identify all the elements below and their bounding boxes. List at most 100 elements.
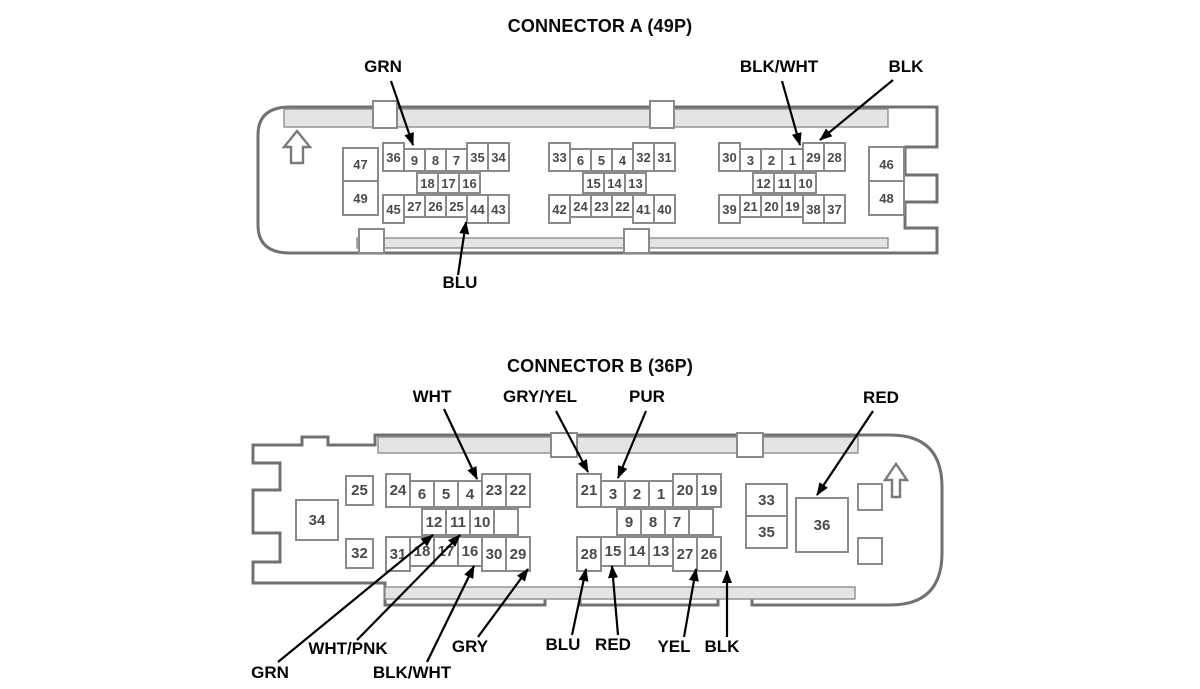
pin-20: 20 — [760, 194, 783, 218]
pin-40: 40 — [653, 194, 676, 224]
pin-3: 3 — [600, 480, 626, 508]
wire-label-b-blk: BLK — [704, 637, 740, 656]
pin-13: 13 — [648, 536, 674, 567]
wire-label-b-grn: GRN — [251, 663, 289, 682]
pin-42: 42 — [548, 194, 571, 224]
pin-24: 24 — [569, 194, 592, 218]
pin-8: 8 — [424, 148, 447, 172]
pin-6: 6 — [569, 148, 592, 172]
pin-9: 9 — [616, 508, 642, 536]
pin-45: 45 — [382, 194, 405, 224]
pin-33: 33 — [745, 483, 788, 517]
connector-b-inner-tab-1 — [857, 483, 883, 511]
pin-11: 11 — [445, 508, 471, 536]
pin-22: 22 — [505, 473, 531, 508]
connector-b-inner-tab-2 — [857, 537, 883, 565]
pin-34: 34 — [295, 499, 339, 541]
pin-2: 2 — [624, 480, 650, 508]
pin-23: 23 — [481, 473, 507, 508]
pin-16: 16 — [457, 536, 483, 567]
pin-19: 19 — [696, 473, 722, 508]
pin-22: 22 — [611, 194, 634, 218]
wire-label-a-blk-wht: BLK/WHT — [739, 57, 819, 76]
pin-33: 33 — [548, 142, 571, 172]
connector-a-bottom-strip — [356, 237, 889, 249]
wire-label-a-blu: BLU — [442, 273, 478, 292]
orientation-up-arrow-icon — [281, 129, 313, 165]
pin-43: 43 — [487, 194, 510, 224]
pin-36: 36 — [382, 142, 405, 172]
pin-8: 8 — [640, 508, 666, 536]
pin-14: 14 — [603, 172, 626, 194]
connector-b-title: CONNECTOR B (36P) — [506, 356, 694, 376]
pin-6: 6 — [409, 480, 435, 508]
pin-26: 26 — [696, 536, 722, 572]
connector-a-top-tab-1 — [372, 100, 398, 129]
pin-7: 7 — [664, 508, 690, 536]
pin-12: 12 — [752, 172, 775, 194]
pin-21: 21 — [739, 194, 762, 218]
pin-31: 31 — [385, 536, 411, 572]
pin-47: 47 — [342, 147, 379, 182]
pin-1: 1 — [648, 480, 674, 508]
pin-29: 29 — [505, 536, 531, 572]
pin-11: 11 — [773, 172, 796, 194]
pin-37: 37 — [823, 194, 846, 224]
pin-1: 1 — [781, 148, 804, 172]
pin-empty — [493, 508, 519, 536]
pin-17: 17 — [433, 536, 459, 567]
pin-39: 39 — [718, 194, 741, 224]
pin-2: 2 — [760, 148, 783, 172]
pin-empty — [688, 508, 714, 536]
pin-15: 15 — [600, 536, 626, 567]
pin-13: 13 — [624, 172, 647, 194]
pin-17: 17 — [437, 172, 460, 194]
pin-26: 26 — [424, 194, 447, 218]
connector-a-bottom-tab-2 — [623, 228, 650, 254]
pin-9: 9 — [403, 148, 426, 172]
pin-25: 25 — [445, 194, 468, 218]
pin-30: 30 — [718, 142, 741, 172]
pin-28: 28 — [823, 142, 846, 172]
pin-36: 36 — [795, 497, 849, 553]
wire-label-b-gry: GRY — [451, 637, 489, 656]
connector-a-top-tab-2 — [649, 100, 675, 129]
pin-34: 34 — [487, 142, 510, 172]
wire-label-b-red-top: RED — [863, 388, 899, 407]
pin-30: 30 — [481, 536, 507, 572]
pin-32: 32 — [345, 538, 374, 569]
pin-3: 3 — [739, 148, 762, 172]
wire-label-a-grn: GRN — [364, 57, 402, 76]
pin-23: 23 — [590, 194, 613, 218]
connector-a-title: CONNECTOR A (49P) — [507, 16, 693, 36]
wire-label-b-wht: WHT — [412, 387, 452, 406]
connector-b-top-tab-2 — [736, 432, 764, 458]
pin-4: 4 — [457, 480, 483, 508]
wire-label-b-blk-wht: BLK/WHT — [372, 663, 452, 682]
pin-19: 19 — [781, 194, 804, 218]
pin-16: 16 — [458, 172, 481, 194]
pin-28: 28 — [576, 536, 602, 572]
wire-label-b-blu: BLU — [545, 635, 581, 654]
pin-49: 49 — [342, 180, 379, 216]
wire-label-b-gry-yel: GRY/YEL — [503, 387, 577, 406]
pin-27: 27 — [672, 536, 698, 572]
pin-12: 12 — [421, 508, 447, 536]
pin-32: 32 — [632, 142, 655, 172]
pin-18: 18 — [409, 536, 435, 567]
pin-18: 18 — [416, 172, 439, 194]
pin-14: 14 — [624, 536, 650, 567]
pin-27: 27 — [403, 194, 426, 218]
